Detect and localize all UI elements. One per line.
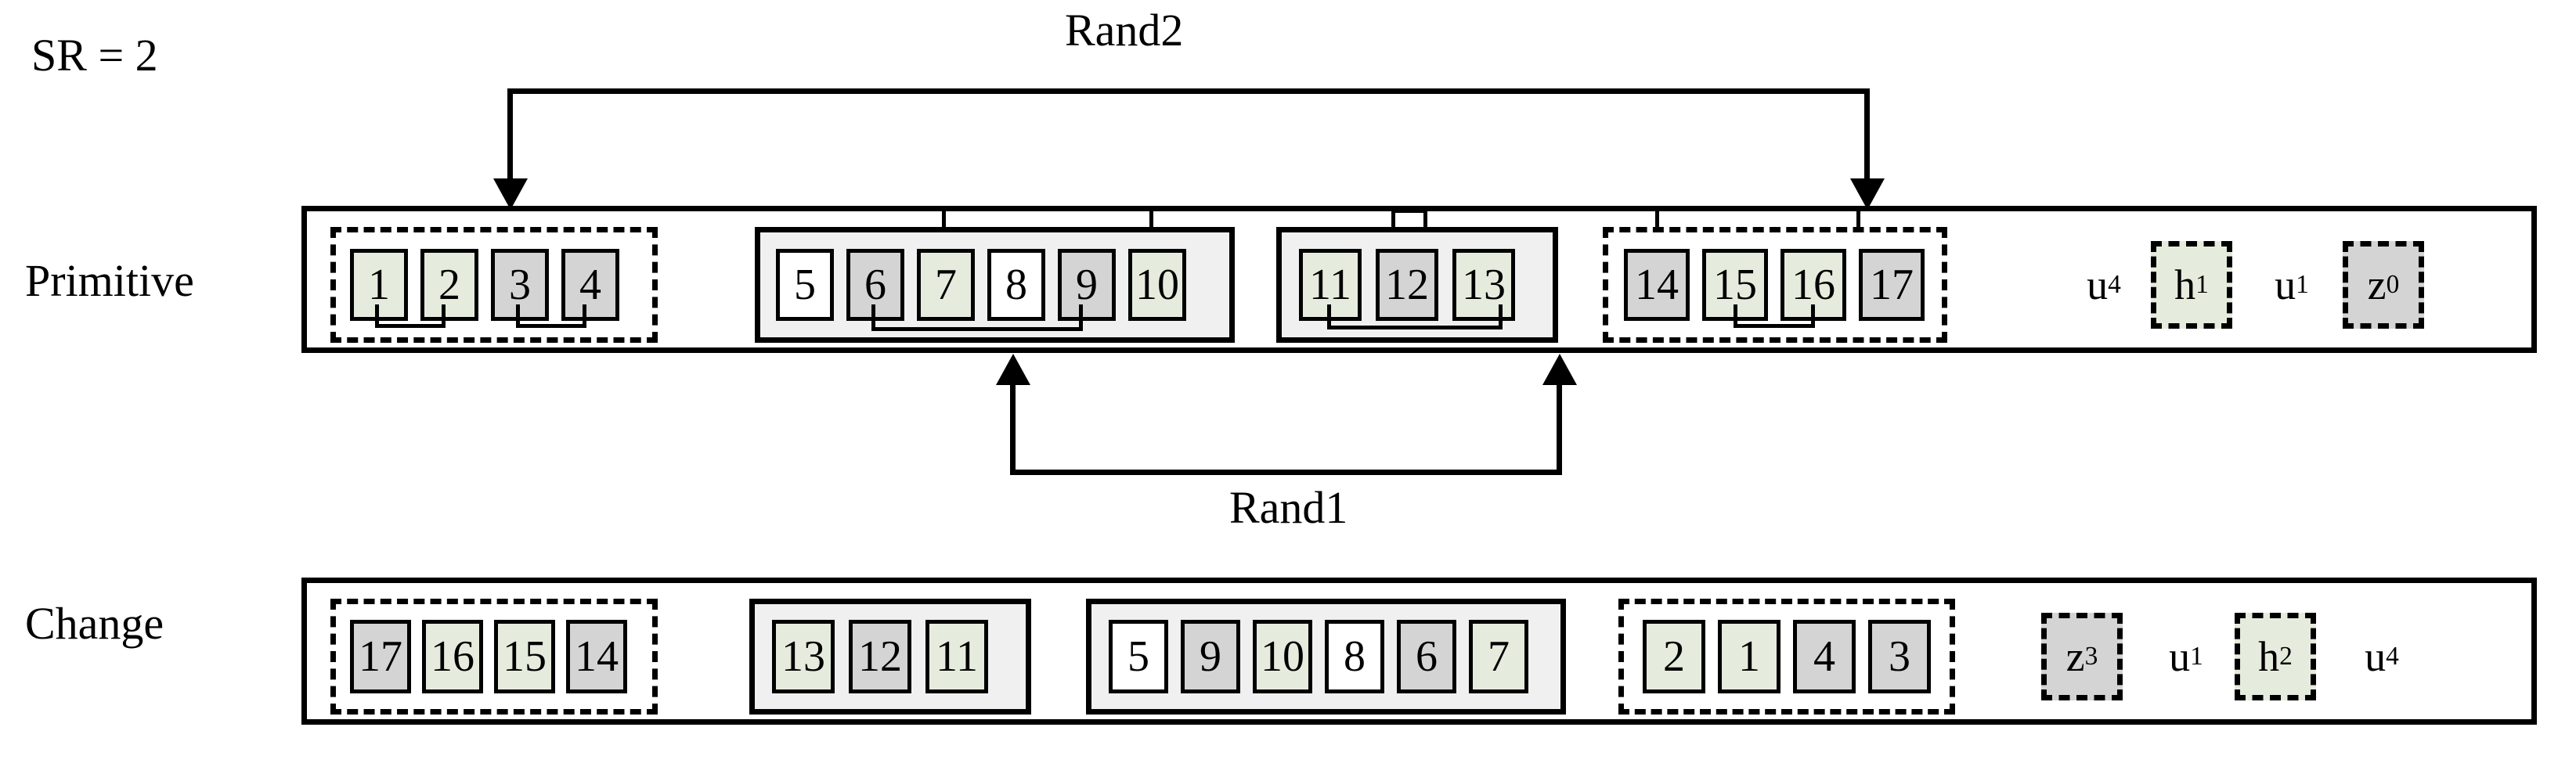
primitive-group-3-cells: 11 12 13 [1299, 209, 1515, 337]
cell[interactable]: 8 [987, 249, 1045, 321]
cell[interactable]: 4 [1793, 620, 1856, 693]
token-base: h [2258, 633, 2280, 680]
primitive-group-2[interactable]: 5 6 7 8 9 10 [755, 206, 1235, 343]
token-sub: 0 [2386, 270, 2400, 300]
cell[interactable]: 13 [772, 620, 835, 693]
primitive-bracket-15-16 [1734, 304, 1815, 328]
token-base: u [2275, 261, 2296, 308]
change-group-3-cells: 5 9 10 8 6 7 [1109, 604, 1528, 709]
primitive-bracket-7-10 [942, 206, 1153, 232]
rand1-left-arrowhead-icon [996, 354, 1030, 385]
rand2-right-vertical-line [1864, 88, 1870, 182]
primitive-bracket-1-2 [375, 304, 446, 328]
token-base: z [2065, 633, 2085, 680]
primitive-group-4[interactable]: 14 15 16 17 [1603, 207, 1947, 343]
cell[interactable]: 16 [422, 620, 483, 693]
cell[interactable]: 8 [1325, 620, 1384, 693]
cell[interactable]: 5 [1109, 620, 1168, 693]
token-base: h [2174, 261, 2196, 308]
rand2-horizontal-line [507, 88, 1870, 94]
primitive-row-label: Primitive [25, 255, 194, 306]
rand2-label: Rand2 [1065, 5, 1184, 56]
token-sub: 1 [2195, 270, 2209, 300]
primitive-bracket-6-9 [871, 304, 1083, 331]
change-row-label: Change [25, 598, 164, 649]
token-sub: 3 [2084, 642, 2098, 671]
token-sub: 1 [2190, 642, 2203, 671]
change-group-3[interactable]: 5 9 10 8 6 7 [1086, 599, 1566, 715]
cell[interactable]: 17 [1859, 249, 1925, 321]
change-group-2[interactable]: 13 12 11 [749, 599, 1031, 715]
rand1-right-vertical-line [1557, 385, 1562, 474]
cell[interactable]: 1 [1718, 620, 1780, 693]
primitive-bracket-14-17 [1655, 207, 1860, 232]
rand1-left-vertical-line [1010, 385, 1016, 474]
cell[interactable]: 14 [566, 620, 627, 693]
primitive-group-4-cells: 14 15 16 17 [1624, 207, 1925, 337]
change-group-2-cells: 13 12 11 [772, 604, 988, 709]
primitive-group-3[interactable]: 11 12 13 [1276, 209, 1558, 343]
token-base: z [2367, 261, 2387, 308]
token-sub: 1 [2296, 270, 2309, 300]
change-group-4-cells: 2 1 4 3 [1643, 604, 1931, 709]
cell[interactable]: 5 [776, 249, 834, 321]
primitive-group-2-cells: 5 6 7 8 9 10 [776, 206, 1186, 337]
token-base: u [2087, 261, 2109, 308]
cell[interactable]: 4 [561, 249, 619, 321]
cell[interactable]: 7 [1469, 620, 1528, 693]
cell[interactable]: 12 [1376, 249, 1438, 321]
cell[interactable]: 2 [1643, 620, 1705, 693]
cell[interactable]: 15 [494, 620, 555, 693]
token-sub: 2 [2279, 642, 2293, 671]
primitive-selfloop-12 [1391, 209, 1427, 232]
token-base: u [2365, 633, 2387, 680]
rand1-right-arrowhead-icon [1542, 354, 1577, 385]
primitive-bracket-3-4 [516, 304, 586, 328]
cell[interactable]: 17 [350, 620, 411, 693]
cell[interactable]: 10 [1253, 620, 1312, 693]
cell[interactable]: 3 [1868, 620, 1931, 693]
cell[interactable]: 15 [1702, 249, 1768, 321]
cell[interactable]: 14 [1624, 249, 1690, 321]
token-sub: 4 [2108, 270, 2121, 300]
sr-label: SR = 2 [31, 30, 158, 81]
primitive-group-1[interactable]: 1 2 3 4 [330, 227, 658, 343]
rand1-horizontal-line [1010, 470, 1562, 475]
cell[interactable]: 1 [350, 249, 408, 321]
primitive-row-frame: 1 2 3 4 5 6 7 8 9 10 11 [301, 206, 2537, 353]
change-group-4[interactable]: 2 1 4 3 [1618, 599, 1955, 715]
cell[interactable]: 7 [917, 249, 975, 321]
rand2-left-vertical-line [507, 88, 513, 182]
cell[interactable]: 11 [925, 620, 988, 693]
cell[interactable]: 9 [1181, 620, 1240, 693]
change-group-1-cells: 17 16 15 14 [350, 604, 627, 709]
change-row-frame: 17 16 15 14 13 12 11 5 9 10 8 6 7 [301, 578, 2537, 725]
primitive-group-1-cells: 1 2 3 4 [350, 232, 619, 337]
cell[interactable]: 2 [420, 249, 478, 321]
rand2-right-arrowhead-icon [1850, 178, 1885, 210]
cell[interactable]: 9 [1058, 249, 1116, 321]
cell[interactable]: 6 [846, 249, 904, 321]
rand2-left-arrowhead-icon [493, 178, 528, 210]
cell[interactable]: 10 [1128, 249, 1186, 321]
token-sub: 4 [2386, 642, 2399, 671]
cell[interactable]: 3 [491, 249, 549, 321]
cell[interactable]: 12 [849, 620, 911, 693]
primitive-bracket-11-13 [1327, 304, 1503, 329]
rand1-label: Rand1 [1229, 482, 1348, 533]
cell[interactable]: 6 [1397, 620, 1456, 693]
token-base: u [2169, 633, 2191, 680]
change-group-1[interactable]: 17 16 15 14 [330, 599, 658, 715]
cell[interactable]: 13 [1452, 249, 1515, 321]
